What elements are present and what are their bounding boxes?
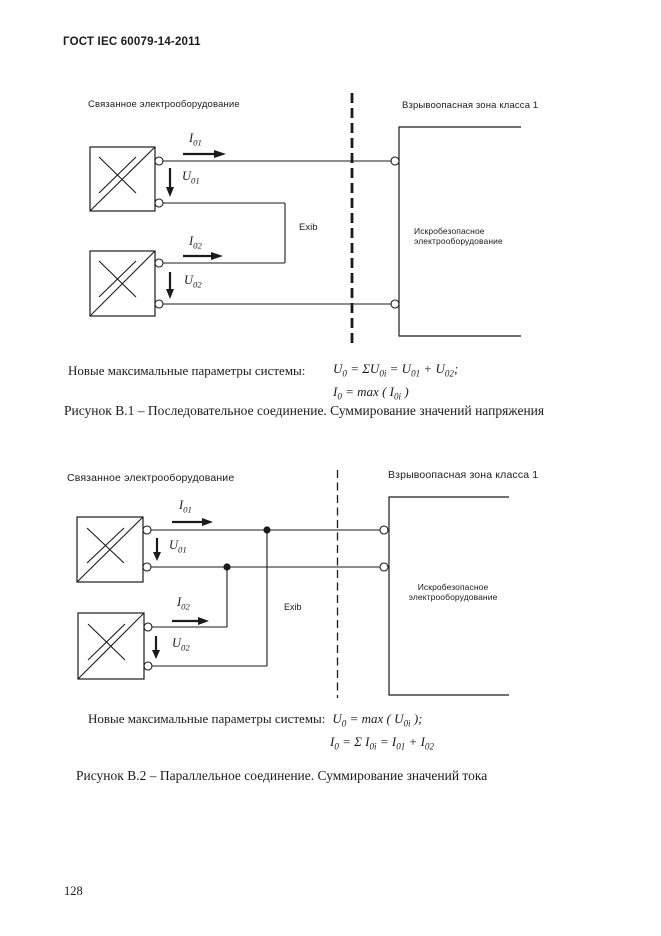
fig1-is-equipment-label: Искробезопасное электрооборудование: [414, 226, 503, 246]
fig2-params-label: Новые максимальные параметры системы:: [88, 711, 326, 726]
fig2-source2-symbol: [77, 612, 153, 680]
terminal: [379, 525, 389, 535]
terminal: [142, 525, 152, 535]
fig2-wires: [151, 526, 380, 667]
terminal: [154, 198, 164, 208]
fig2-voltage1-arrow: [153, 538, 161, 561]
fig1-is-equipment-box: [390, 126, 521, 337]
fig2-exib-label: Exib: [284, 602, 302, 612]
fig1-associated-equipment-label: Связанное электрооборудование: [88, 99, 240, 110]
fig2-diagram: [76, 470, 509, 698]
fig2-caption: Рисунок В.2 – Параллельное соединение. С…: [76, 768, 488, 783]
fig1-params-label: Новые максимальные параметры системы:: [68, 363, 306, 378]
fig2-hazardous-zone-label: Взрывоопасная зона класса 1: [388, 469, 539, 481]
fig1-current2-label: I02: [189, 234, 202, 251]
fig1-hazardous-zone-label: Взрывоопасная зона класса 1: [402, 100, 539, 111]
page-number: 128: [64, 884, 83, 898]
fig2-voltage2-arrow: [152, 636, 160, 659]
junction-dot: [263, 526, 271, 534]
fig1-voltage1-label: U01: [182, 169, 200, 186]
terminal: [154, 156, 164, 166]
fig1-exib-label: Exib: [299, 222, 318, 233]
fig1-current2-arrow: [183, 252, 223, 260]
fig2-current2-arrow: [172, 617, 209, 625]
terminal: [143, 622, 153, 632]
terminal: [154, 299, 164, 309]
terminal: [142, 562, 152, 572]
terminal: [143, 661, 153, 671]
fig2-voltage1-label: U01: [169, 538, 187, 555]
fig1-current1-arrow: [183, 150, 226, 158]
fig1-voltage-formula: U0 = ΣU0i = U01 + U02;: [333, 361, 459, 379]
fig2-params-row: Новые максимальные параметры системы: U0…: [88, 710, 423, 728]
fig2-current1-label: I01: [179, 498, 192, 515]
fig2-voltage-formula: U0 = max ( U0i );: [332, 711, 423, 729]
terminal: [379, 562, 389, 572]
fig1-source2-symbol: [89, 250, 164, 317]
terminal: [390, 156, 400, 166]
fig1-voltage1-arrow: [166, 168, 174, 197]
fig2-current-formula: I0 = Σ I0i = I01 + I02: [330, 734, 434, 752]
fig2-current1-arrow: [172, 518, 213, 526]
fig1-diagram: [89, 93, 521, 348]
fig2-is-equipment-label: Искробезопасное электрооборудование: [408, 582, 498, 602]
fig1-current1-label: I01: [189, 131, 202, 148]
fig2-associated-equipment-label: Связанное электрооборудование: [67, 472, 235, 484]
fig1-current-formula: I0 = max ( I0i ): [333, 384, 409, 402]
fig1-caption: Рисунок В.1 – Последовательное соединени…: [64, 403, 545, 418]
fig2-current2-label: I02: [177, 595, 190, 612]
fig2-voltage2-label: U02: [172, 636, 190, 653]
terminal: [154, 258, 164, 268]
junction-dot: [223, 563, 231, 571]
fig2-source1-symbol: [76, 516, 152, 583]
fig1-source1-symbol: [89, 146, 164, 212]
fig1-wires: [163, 160, 391, 305]
terminal: [390, 299, 400, 309]
fig1-voltage2-label: U02: [184, 273, 202, 290]
fig2-is-equipment-box: [379, 496, 509, 696]
fig1-voltage2-arrow: [166, 272, 174, 299]
document-header-title: ГОСТ IEC 60079-14-2011: [63, 36, 201, 48]
